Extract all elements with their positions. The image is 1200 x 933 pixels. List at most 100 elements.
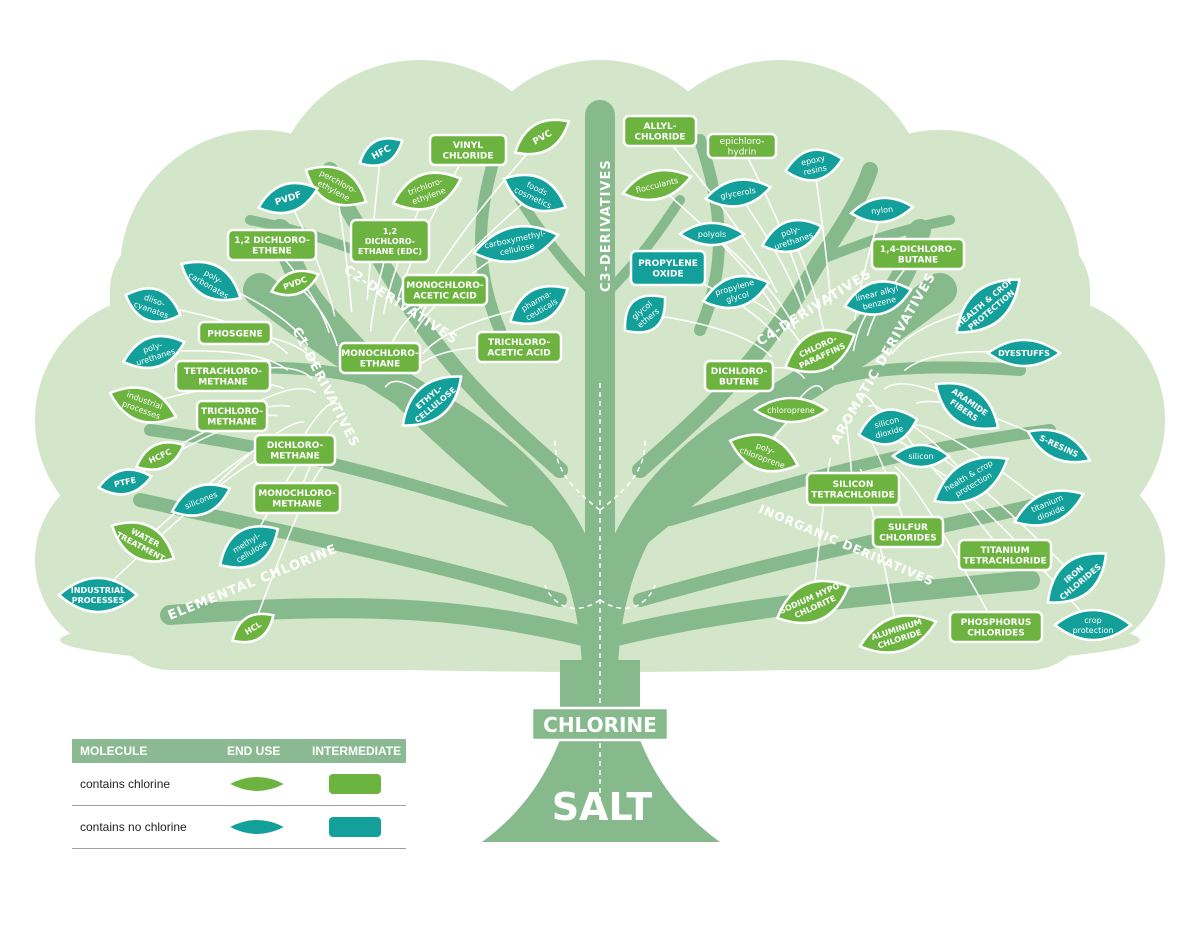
node-label: TETRACHLORIDE — [963, 557, 1046, 567]
intermediate-box: ALLYL-CHLORIDE — [622, 114, 698, 148]
intermediate-box-shape — [475, 330, 563, 364]
node-label: CHLORIDES — [879, 534, 937, 544]
leaf-shape — [703, 178, 773, 208]
chlorine-label: CHLORINE — [543, 713, 657, 737]
node-label: 1,2 — [383, 227, 397, 236]
intermediate-box-shape — [226, 228, 318, 262]
node-label: BUTENE — [719, 378, 759, 388]
node-label: CHLORIDES — [967, 629, 1025, 639]
legend-molecule-header: MOLECULE — [80, 744, 148, 758]
end-use-leaf: silicon — [890, 443, 952, 469]
node-label: BUTANE — [898, 256, 938, 266]
end-use-leaf: pharma-ceuticals — [508, 284, 570, 326]
intermediate-box-shape — [197, 320, 273, 346]
intermediate-box-shape — [401, 273, 489, 307]
green-leaf-icon — [227, 776, 287, 792]
legend-intermediate-header: INTERMEDIATE — [312, 744, 402, 758]
end-use-leaf: PVC — [513, 118, 571, 156]
node-label: protection — [1073, 626, 1114, 635]
intermediate-box-shape — [870, 237, 966, 271]
chlorine-label-box: CHLORINE — [530, 706, 670, 742]
leaf-shape — [985, 338, 1063, 368]
end-use-leaf: polyols — [677, 221, 747, 247]
end-use-leaf: poly-urethanes — [121, 334, 187, 370]
end-use-leaf: trichloro-ethylene — [391, 171, 463, 211]
node-label: MONOCHLORO- — [406, 281, 484, 291]
leaf-shape — [858, 614, 938, 654]
legend-end-use-header: END USE — [227, 744, 281, 758]
leaf-shape — [57, 576, 139, 614]
legend-row-label: contains no chlorine — [80, 820, 187, 834]
leaf-shape — [124, 287, 182, 323]
node-label: DYESTUFFS — [998, 349, 1050, 358]
intermediate-box-shape — [428, 133, 508, 167]
end-use-leaf: DYESTUFFS — [985, 338, 1063, 368]
intermediate-box-shape — [253, 433, 337, 467]
node-label: PHOSGENE — [207, 329, 262, 339]
node-label: PHOSPHORUS — [961, 618, 1032, 628]
node-label: TITANIUM — [980, 546, 1029, 556]
node-label: hydrin — [728, 148, 757, 158]
intermediate-box-shape — [622, 114, 698, 148]
leaf-shape — [471, 224, 561, 264]
leaf-shape — [934, 382, 1000, 430]
end-use-leaf: carboxymethyl-cellulose — [471, 224, 561, 264]
leaf-shape — [890, 443, 952, 469]
legend: MOLECULE END USE INTERMEDIATE contains c… — [72, 739, 406, 849]
intermediate-box-shape — [805, 471, 901, 507]
intermediate-box-shape — [338, 341, 422, 375]
node-label: METHANE — [270, 452, 319, 462]
node-label: chloroprene — [767, 406, 815, 415]
leaf-shape — [783, 328, 857, 374]
leaf-shape — [108, 386, 178, 424]
leaf-shape — [502, 173, 568, 213]
intermediate-box-shape — [871, 515, 945, 549]
intermediate-box: MONOCHLORO-ACETIC ACID — [401, 273, 489, 307]
leaf-shape — [218, 525, 280, 569]
leaf-shape — [304, 165, 368, 207]
end-use-leaf: perchloro-ethylene — [304, 165, 368, 207]
intermediate-box: epichloro-hydrin — [706, 132, 778, 160]
intermediate-box-shape — [252, 481, 342, 515]
node-label: crop — [1084, 616, 1101, 625]
node-label: 1,2 DICHLORO- — [234, 236, 310, 246]
leaf-shape — [849, 196, 915, 224]
leaf-shape — [843, 280, 913, 316]
node-label: PROCESSES — [72, 596, 125, 605]
node-label: SULFUR — [888, 523, 928, 533]
node-label: DICHLORO- — [267, 441, 324, 451]
leaf-shape — [1052, 608, 1134, 642]
leaf-shape — [677, 221, 747, 247]
leaf-shape — [231, 612, 275, 644]
leaf-shape — [121, 334, 187, 370]
end-use-leaf: glycerols — [703, 178, 773, 208]
node-label: MONOCHLORO- — [341, 349, 419, 359]
node-label: METHANE — [198, 378, 247, 388]
node-label: TRICHLORO- — [201, 407, 263, 417]
node-label: CHLORIDE — [442, 152, 493, 162]
end-use-leaf: PVDF — [256, 181, 320, 215]
leaf-shape — [1026, 428, 1092, 464]
leaf-shape — [179, 260, 243, 302]
intermediate-box: DICHLORO-METHANE — [253, 433, 337, 467]
intermediate-box-shape — [629, 249, 707, 287]
end-use-leaf: HCL — [231, 612, 275, 644]
intermediate-box-shape — [957, 538, 1053, 572]
end-use-leaf: poly-carbonates — [179, 260, 243, 302]
node-label: ETHANE (EDC) — [358, 247, 422, 256]
node-label: METHANE — [207, 418, 256, 428]
legend-header: MOLECULE END USE INTERMEDIATE — [72, 739, 406, 763]
intermediate-box: 1,4-DICHLORO-BUTANE — [870, 237, 966, 271]
leaf-shape — [1046, 552, 1108, 604]
end-use-leaf: S-RESINS — [1026, 428, 1092, 464]
